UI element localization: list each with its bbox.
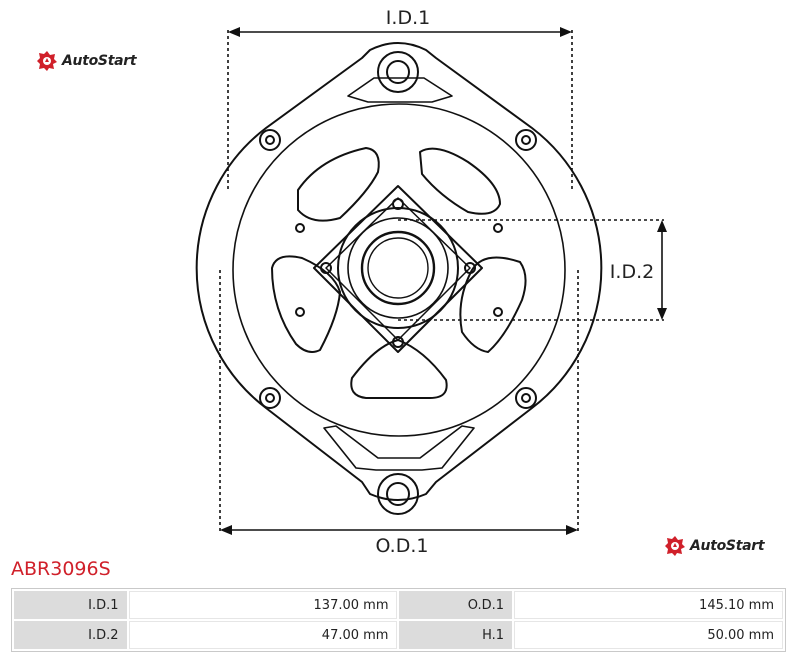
- hub-lobe-hole-bottom: [392, 336, 404, 348]
- brand-name: AutoStart: [690, 538, 765, 554]
- spec-value: 145.10 mm: [514, 591, 783, 619]
- brand-logo: AutoStart: [36, 50, 137, 72]
- vent-slot-upper-right: [419, 147, 501, 215]
- id1-label: I.D.1: [386, 7, 430, 29]
- spec-value: 137.00 mm: [128, 591, 398, 619]
- boss-bottom-left-hole: [265, 393, 275, 403]
- vent-slot-upper-left: [297, 147, 380, 222]
- brand-logo-secondary: AutoStart: [664, 535, 765, 557]
- housing-inner-ring: [232, 103, 566, 437]
- hub-lobe-hole-top: [392, 198, 404, 210]
- hub-collar-outer: [337, 207, 459, 329]
- boss-bottom-right-hole: [521, 393, 531, 403]
- specs-table: I.D.1 137.00 mm O.D.1 145.10 mm I.D.2 47…: [11, 588, 786, 652]
- id1-arrow-right: [560, 27, 572, 37]
- hub-plate: [313, 185, 483, 353]
- spec-label: I.D.1: [14, 591, 127, 619]
- vent-slot-right: [459, 256, 527, 353]
- bracket-technical-drawing: I.D.1 O.D.1 I.D.2: [195, 7, 667, 557]
- bottom-mount-hole-outer: [377, 473, 419, 515]
- id1-arrow-left: [228, 27, 240, 37]
- vent-slot-bottom: [350, 339, 448, 399]
- vent-slot-left: [271, 255, 341, 353]
- boss-top-right-hole: [521, 135, 531, 145]
- hub-screw-4: [493, 307, 503, 317]
- bottom-ear-rib: [323, 425, 475, 471]
- part-number: ABR3096S: [11, 558, 111, 580]
- hub-screw-1: [295, 223, 305, 233]
- spec-label: I.D.2: [14, 621, 127, 649]
- hub-lobe-hole-left: [320, 262, 332, 274]
- top-mount-hole-outer: [377, 51, 419, 93]
- od1-arrow-right: [566, 525, 578, 535]
- hub-collar-mid: [347, 217, 449, 319]
- hub-screw-3: [295, 307, 305, 317]
- spec-label: O.D.1: [399, 591, 513, 619]
- id2-arrow-bottom: [657, 308, 667, 320]
- autostart-logo-icon: [665, 536, 685, 556]
- table-row: I.D.2 47.00 mm H.1 50.00 mm: [14, 621, 783, 649]
- od1-arrow-left: [220, 525, 232, 535]
- boss-bottom-left: [259, 387, 281, 409]
- boss-top-left-hole: [265, 135, 275, 145]
- od1-label: O.D.1: [376, 535, 429, 557]
- id2-label: I.D.2: [610, 261, 654, 283]
- spec-label: H.1: [399, 621, 513, 649]
- hub-plate-inner: [325, 197, 471, 341]
- housing-outline: [195, 42, 603, 501]
- top-ear-rib: [347, 77, 453, 103]
- top-mount-hole-inner: [386, 60, 410, 84]
- spec-value: 50.00 mm: [514, 621, 783, 649]
- boss-bottom-right: [515, 387, 537, 409]
- bearing-bore-inner: [367, 237, 429, 299]
- table-row: I.D.1 137.00 mm O.D.1 145.10 mm: [14, 591, 783, 619]
- brand-name: AutoStart: [62, 53, 137, 69]
- id2-arrow-top: [657, 220, 667, 232]
- boss-top-right: [515, 129, 537, 151]
- autostart-logo-icon: [37, 51, 57, 71]
- hub-lobe-hole-right: [464, 262, 476, 274]
- bearing-bore: [360, 230, 436, 306]
- boss-top-left: [259, 129, 281, 151]
- hub-screw-2: [493, 223, 503, 233]
- spec-value: 47.00 mm: [128, 621, 398, 649]
- bottom-mount-hole-inner: [386, 482, 410, 506]
